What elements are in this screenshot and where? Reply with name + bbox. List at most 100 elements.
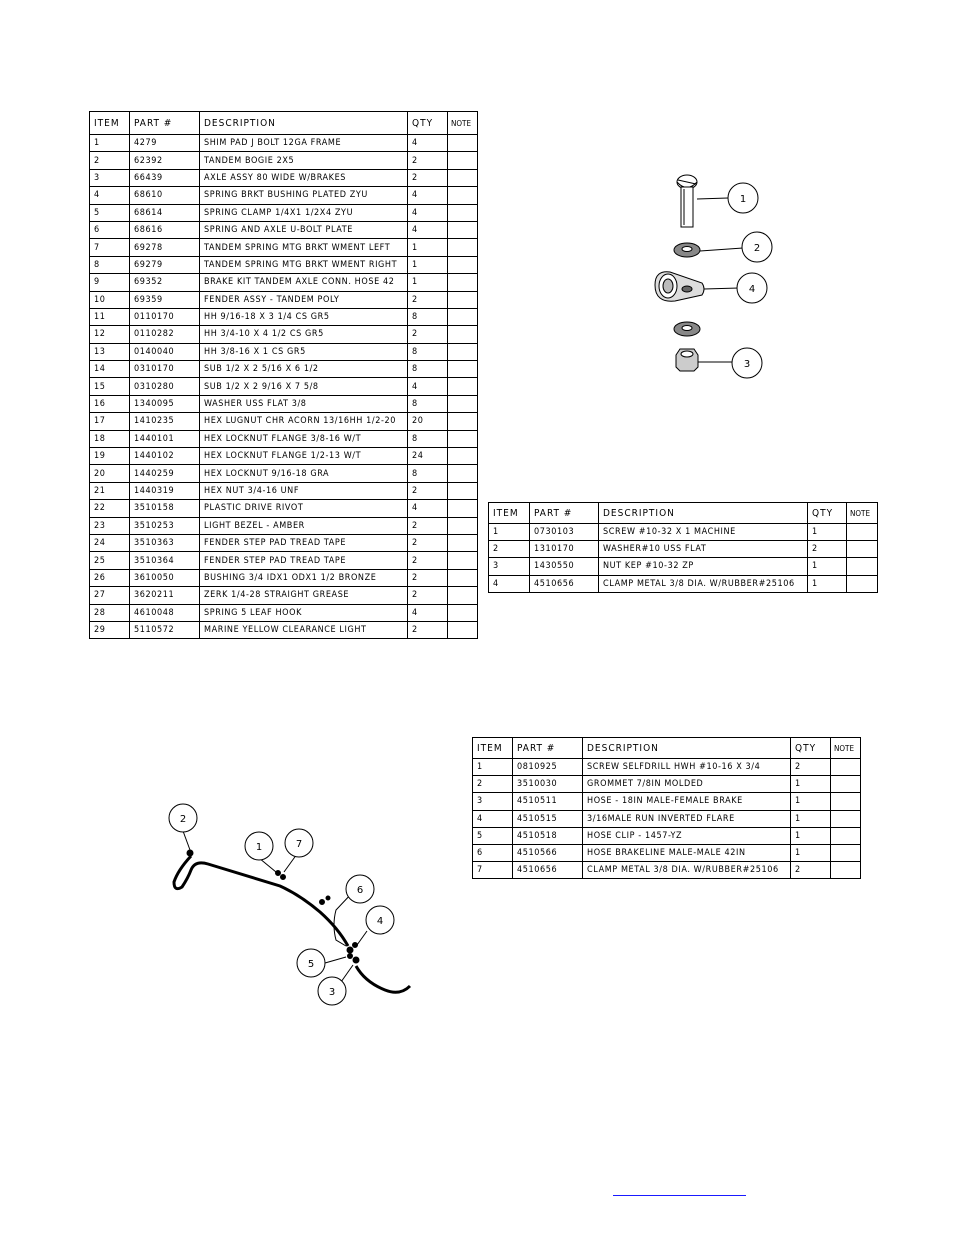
cell-qty: 2	[807, 540, 847, 559]
washer-icon	[673, 321, 701, 337]
cell-part: 0110282	[129, 325, 200, 344]
cell-qty: 1	[790, 843, 831, 863]
cell-item: 7	[472, 861, 513, 880]
cell-part: 3510363	[129, 533, 200, 553]
cell-item: 8	[89, 255, 130, 275]
cell-note	[447, 203, 478, 222]
cell-qty: 8	[407, 307, 448, 327]
cell-note	[846, 557, 878, 576]
cell-part: 4510511	[512, 792, 583, 811]
cell-note	[447, 447, 478, 466]
cell-part: 0730103	[529, 522, 599, 542]
cell-part: 1440319	[129, 481, 200, 501]
cell-description: NUT KEP #10-32 ZP	[598, 557, 808, 576]
cell-qty: 4	[407, 133, 448, 153]
cell-qty: 4	[407, 186, 448, 205]
table-header-row: ITEM PART # DESCRIPTION QTY NOTE	[472, 737, 861, 759]
cell-qty: 8	[407, 394, 448, 414]
header-qty: QTY	[407, 111, 448, 135]
cell-description: HEX LOCKNUT FLANGE 1/2-13 W/T	[199, 447, 408, 466]
cell-description: HOSE BRAKELINE MALE-MALE 42IN	[582, 843, 791, 863]
cell-description: HOSE - 18IN MALE-FEMALE BRAKE	[582, 792, 791, 811]
cell-note	[846, 574, 878, 593]
cell-qty: 1	[807, 557, 847, 576]
cell-qty: 2	[407, 325, 448, 344]
cell-part: 0810925	[512, 757, 583, 777]
cell-note	[447, 481, 478, 501]
nut-icon	[675, 348, 699, 372]
cell-description: HOSE CLIP - 1457-YZ	[582, 826, 791, 845]
cell-item: 27	[89, 586, 130, 605]
cell-qty: 2	[407, 551, 448, 570]
cell-note	[447, 429, 478, 449]
cell-item: 24	[89, 533, 130, 553]
cell-note	[447, 464, 478, 483]
cell-item: 3	[89, 168, 130, 188]
cell-description: LIGHT BEZEL - AMBER	[199, 516, 408, 535]
cell-qty: 1	[790, 826, 831, 845]
callout-label: 3	[744, 359, 750, 370]
cell-item: 20	[89, 464, 130, 483]
cell-description: FENDER STEP PAD TREAD TAPE	[199, 533, 408, 553]
header-part: PART #	[529, 502, 599, 524]
cell-note	[447, 186, 478, 205]
cell-item: 12	[89, 325, 130, 344]
table-header-row: ITEM PART # DESCRIPTION QTY NOTE	[89, 111, 478, 135]
cell-description: HH 3/8-16 X 1 CS GR5	[199, 342, 408, 362]
cell-description: MARINE YELLOW CLEARANCE LIGHT	[199, 620, 408, 640]
cell-description: SPRING BRKT BUSHING PLATED ZYU	[199, 186, 408, 205]
cell-note	[846, 522, 878, 542]
cell-description: SPRING 5 LEAF HOOK	[199, 603, 408, 622]
header-item: ITEM	[472, 737, 513, 759]
cell-item: 17	[89, 412, 130, 431]
cell-item: 23	[89, 516, 130, 535]
footer-link[interactable]	[613, 1183, 746, 1196]
cell-part: 0310170	[129, 360, 200, 379]
cell-item: 13	[89, 342, 130, 362]
header-description: DESCRIPTION	[199, 111, 408, 135]
cell-note	[447, 290, 478, 309]
header-item: ITEM	[488, 502, 530, 524]
cell-item: 5	[89, 203, 130, 222]
cell-note	[447, 255, 478, 275]
cell-description: SUB 1/2 X 2 5/16 X 6 1/2	[199, 360, 408, 379]
cell-part: 69279	[129, 255, 200, 275]
cell-qty: 2	[407, 481, 448, 501]
cell-part: 4610048	[129, 603, 200, 622]
cell-item: 2	[89, 151, 130, 170]
cell-qty: 1	[790, 792, 831, 811]
cell-part: 68610	[129, 186, 200, 205]
cell-item: 26	[89, 568, 130, 588]
header-note: NOTE	[447, 111, 478, 135]
cell-item: 1	[89, 133, 130, 153]
cell-description: HEX LUGNUT CHR ACORN 13/16HH 1/2-20	[199, 412, 408, 431]
cell-part: 1410235	[129, 412, 200, 431]
cell-item: 7	[89, 238, 130, 257]
header-qty: QTY	[807, 502, 847, 524]
cell-qty: 2	[407, 620, 448, 640]
cell-item: 6	[472, 843, 513, 863]
callout-label: 1	[740, 194, 746, 205]
header-note: NOTE	[846, 502, 878, 524]
cell-item: 15	[89, 377, 130, 396]
